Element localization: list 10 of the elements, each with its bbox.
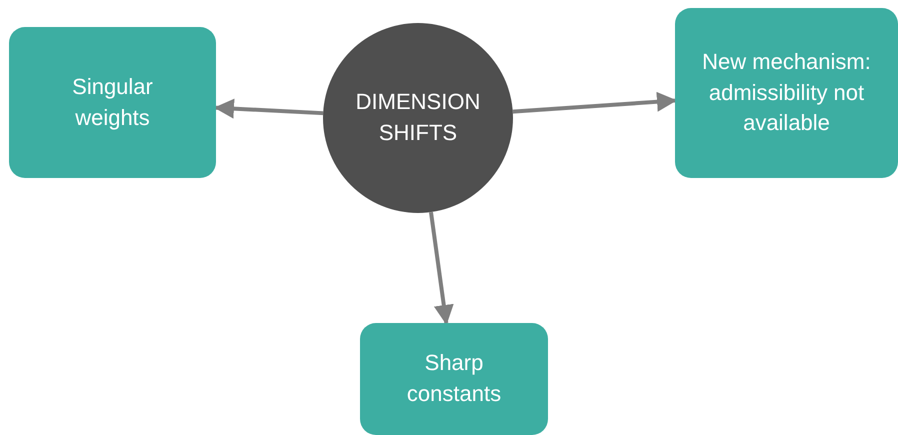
arrow [429, 212, 454, 325]
node-label: Sharp constants [406, 349, 502, 408]
process-box [360, 323, 548, 435]
arrow [512, 92, 677, 114]
node-label: New mechanism: admissibility not available [701, 48, 872, 138]
arrow [214, 98, 324, 119]
node-label: DIMENSION SHIFTS [354, 88, 482, 147]
process-box [9, 27, 216, 178]
process-box [675, 8, 898, 178]
node-label: Singular weights [71, 72, 154, 132]
